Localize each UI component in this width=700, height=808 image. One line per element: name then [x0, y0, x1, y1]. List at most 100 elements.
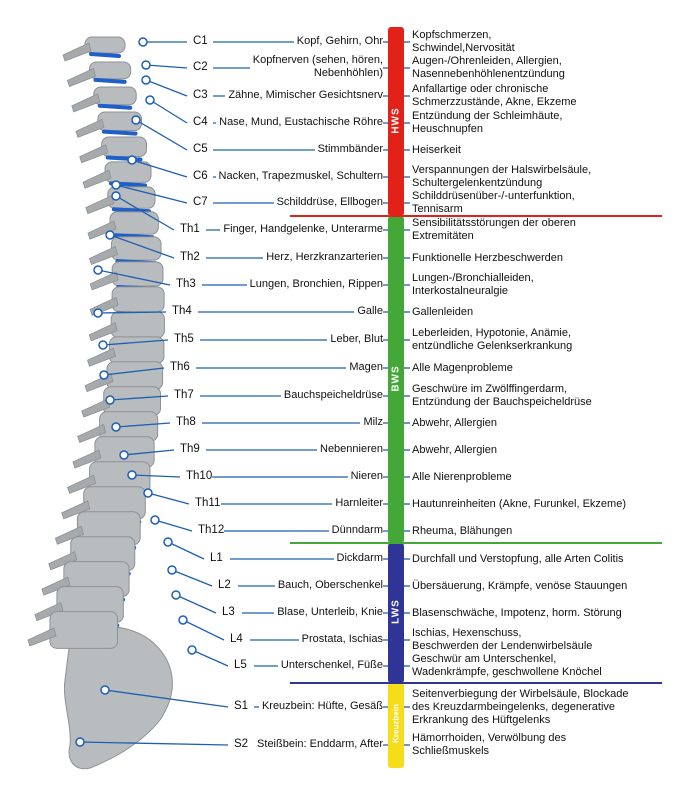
symptom-label: Entzündung der Schleimhäute, Heuschnupfe… [412, 110, 563, 135]
vertebra-marker [127, 470, 137, 480]
intervertebral-disc [89, 52, 121, 58]
symptom-label: Anfallartige oder chronische Schmerzzust… [412, 83, 577, 108]
symptom-label: Rheuma, Blähungen [412, 524, 513, 537]
vertebra-marker [150, 515, 160, 525]
symptom-label: Ischias, Hexenschuss, Beschwerden der Le… [412, 627, 593, 652]
connector-diagonal [97, 311, 167, 314]
symptom-label: Schilddrüsenüber-/-unterfunktion, Tennis… [412, 190, 575, 215]
symptom-label: Augen-/Ohrenleiden, Allergien, Nasennebe… [412, 55, 565, 80]
connector-diagonal [115, 195, 175, 231]
spinous-process [77, 423, 107, 444]
vertebra-marker [127, 155, 137, 165]
symptom-label: Geschwüre im Zwölffingerdarm, Entzündung… [412, 383, 592, 408]
spinous-process [89, 271, 119, 291]
symptom-label: Hämorrhoiden, Verwölbung des Schließmusk… [412, 732, 567, 757]
vertebra-marker [143, 488, 153, 498]
organ-label: Stimmbänder [314, 142, 383, 156]
vertebra-marker [105, 230, 115, 240]
region-bars [290, 27, 662, 768]
connector-diagonal [182, 619, 225, 641]
spinous-process [48, 551, 78, 571]
vertebra-code: Th5 [174, 333, 194, 345]
organ-label: Kopf, Gehirn, Ohr [293, 34, 383, 48]
intervertebral-disc [93, 77, 127, 84]
vertebra-body [111, 286, 165, 313]
region-bar-lws [388, 543, 404, 683]
vertebra-marker [111, 422, 121, 432]
vertebra-marker [111, 191, 121, 201]
vertebra-code: Th12 [198, 524, 225, 536]
organ-label: Bauchspeicheldrüse [280, 388, 383, 402]
spinous-process [54, 525, 84, 545]
spinous-process [79, 144, 109, 164]
symptom-label: Seitenverbiegung der Wirbelsäule, Blocka… [412, 687, 629, 726]
organ-label: Schilddrüse, Ellbogen [273, 195, 383, 209]
organ-label: Nieren [347, 469, 383, 483]
vertebra-marker [145, 95, 155, 105]
vertebra-code: C1 [193, 35, 208, 47]
organ-label: Unterschenkel, Füße [277, 658, 383, 672]
organ-label: Zähne, Mimischer Gesichtsnerv [225, 88, 383, 102]
organ-label: Harnleiter [332, 496, 383, 510]
connector-diagonal [145, 64, 188, 69]
vertebra-code: L3 [222, 606, 235, 618]
vertebra-code: L4 [230, 633, 243, 645]
vertebra-body [49, 611, 119, 649]
region-label-bws: BWS [390, 364, 402, 392]
connector-diagonal [109, 234, 175, 259]
vertebra-code: Th3 [176, 278, 196, 290]
vertebra-code: Th8 [176, 416, 196, 428]
vertebra-code: L2 [218, 579, 231, 591]
connector-diagonal [167, 541, 205, 560]
organ-label: Galle [354, 304, 383, 318]
symptom-label: Übersäuerung, Krämpfe, venöse Stauungen [412, 579, 628, 592]
vertebra-body [110, 236, 162, 261]
spinous-process [61, 500, 91, 520]
vertebra-marker [75, 737, 85, 747]
vertebra-code: Th6 [170, 361, 190, 373]
symptom-label: Verspannungen der Halswirbelsäule, Schul… [412, 164, 592, 189]
vertebra-code: Th1 [180, 223, 200, 235]
organ-label: Herz, Herzkranzarterien [263, 250, 383, 264]
vertebra-code: C4 [193, 116, 208, 128]
region-label-lws: LWS [390, 599, 402, 624]
vertebra-code: S2 [234, 738, 249, 750]
vertebrae-group [27, 36, 173, 770]
symptom-label: Sensibilitätsstörungen der oberen Extrem… [412, 217, 576, 242]
region-bar-bws [388, 216, 404, 543]
organ-label: Lungen, Bronchien, Rippen [246, 277, 383, 291]
spinous-process [41, 576, 71, 596]
symptom-label: Alle Nierenprobleme [412, 470, 512, 483]
vertebra-marker [163, 537, 173, 547]
connector-diagonal [104, 689, 229, 708]
vertebra-marker [99, 370, 109, 380]
vertebra-marker [111, 180, 121, 190]
vertebra-marker [119, 450, 129, 460]
region-label-kreuzbein: Kreuzbein [391, 703, 401, 743]
connector-diagonal [102, 339, 169, 346]
symptom-label: Geschwür am Unterschenkel, Wadenkrämpfe,… [412, 653, 602, 678]
spinous-process [85, 195, 115, 215]
organ-label: Milz [360, 415, 383, 429]
intervertebral-disc [97, 103, 133, 110]
connector-diagonal [97, 269, 171, 286]
connector-diagonal [103, 367, 165, 376]
organ-label: Magen [346, 360, 383, 374]
spinous-process [88, 245, 118, 266]
vertebra-code: Th7 [174, 389, 194, 401]
connector-diagonal [79, 741, 229, 746]
vertebra-code: C7 [193, 196, 208, 208]
organ-label: Blase, Unterleib, Knie [274, 605, 383, 619]
organ-label: Bauch, Oberschenkel [274, 578, 383, 592]
vertebra-code: C3 [193, 89, 208, 101]
vertebra-code: S1 [234, 700, 249, 712]
organ-label: Leber, Blut [327, 332, 383, 346]
symptom-label: Blasenschwäche, Impotenz, horm. Störung [412, 606, 622, 619]
spinous-process [72, 449, 102, 469]
connector-diagonal [123, 449, 175, 456]
spinous-process [67, 474, 97, 494]
region-bar-kreuzbein [388, 683, 404, 768]
organ-label: Kopfnerven (sehen, hören, Nebenhöhlen) [249, 54, 383, 80]
